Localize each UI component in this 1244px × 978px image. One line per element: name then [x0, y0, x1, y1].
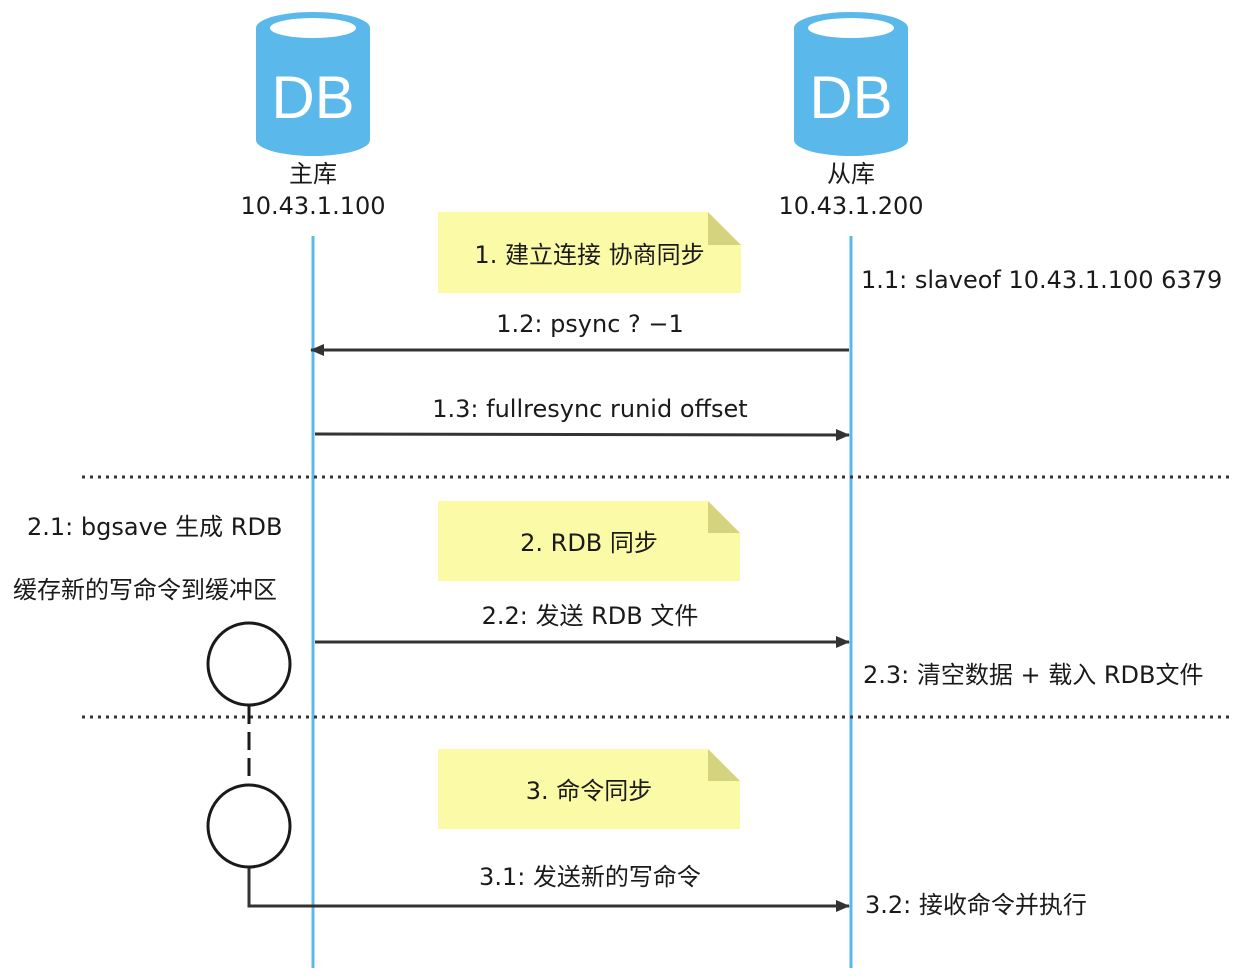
slave-ip: 10.43.1.200	[778, 192, 924, 220]
note-phase3	[438, 749, 740, 829]
slave-name: 从库	[827, 160, 875, 188]
note-phase2	[438, 501, 740, 581]
note-phase3-text: 3. 命令同步	[525, 777, 653, 805]
label-3-1: 3.1: 发送新的写命令	[479, 863, 701, 891]
buffer-circle-bottom	[206, 783, 292, 869]
label-3-2: 3.2: 接收命令并执行	[865, 891, 1087, 919]
slave-db-label: DB	[809, 64, 893, 131]
master-db-icon	[256, 12, 370, 156]
note-phase1-text: 1. 建立连接 协商同步	[474, 241, 705, 269]
master-ip: 10.43.1.100	[240, 192, 386, 220]
label-1-1: 1.1: slaveof 10.43.1.100 6379	[861, 266, 1223, 294]
buffer-circle-top	[206, 621, 292, 707]
label-1-2: 1.2: psync ? −1	[496, 310, 684, 338]
arrow-fullresync	[314, 428, 850, 441]
slave-db-icon	[794, 12, 908, 156]
label-2-buffer: 缓存新的写命令到缓冲区	[13, 576, 277, 604]
label-2-3: 2.3: 清空数据 + 载入 RDB文件	[863, 661, 1204, 689]
arrow-send-write-commands	[247, 868, 850, 912]
label-1-3: 1.3: fullresync runid offset	[432, 395, 748, 423]
label-2-2: 2.2: 发送 RDB 文件	[481, 602, 699, 630]
label-2-1: 2.1: bgsave 生成 RDB	[27, 513, 283, 541]
master-name: 主库	[289, 160, 337, 188]
note-phase1	[438, 212, 741, 293]
note-phase2-text: 2. RDB 同步	[520, 529, 658, 557]
master-db-label: DB	[271, 64, 355, 131]
